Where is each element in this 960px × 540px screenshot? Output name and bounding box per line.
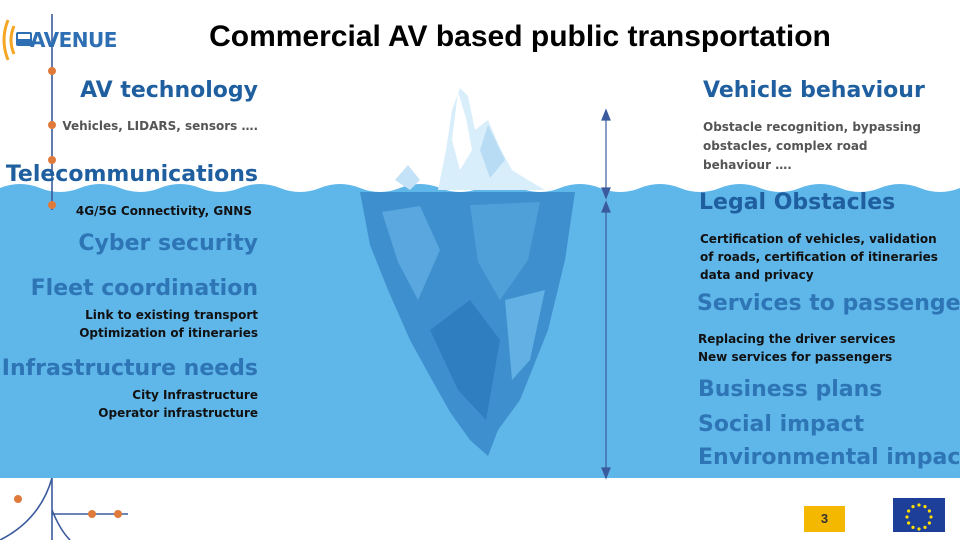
vehicle-behaviour-heading: Vehicle behaviour	[703, 78, 925, 103]
bottom-curves	[0, 477, 128, 540]
business-plans-heading: Business plans	[698, 377, 883, 402]
timeline-dots	[48, 67, 56, 209]
page-title: Commercial AV based public transportatio…	[209, 20, 831, 53]
vehicle-behaviour-detail-1: Obstacle recognition, bypassing	[703, 120, 921, 134]
vehicle-behaviour-detail-3: behaviour ….	[703, 158, 792, 172]
av-technology-heading: AV technology	[80, 78, 258, 103]
legal-obstacles-detail-1: Certification of vehicles, validation	[700, 232, 937, 246]
double-arrow-icon	[601, 108, 611, 480]
bus-icon	[16, 32, 32, 46]
brand-logo: AVENUE	[30, 28, 117, 52]
wifi-wave-icon	[2, 19, 16, 61]
infrastructure-detail-1: City Infrastructure	[132, 388, 258, 402]
legal-obstacles-detail-2: of roads, certification of itineraries	[700, 250, 938, 264]
legal-obstacles-detail-3: data and privacy	[700, 268, 814, 282]
fleet-coordination-detail-2: Optimization of itineraries	[79, 326, 258, 340]
av-technology-detail: Vehicles, LIDARS, sensors ….	[62, 119, 258, 133]
fleet-coordination-heading: Fleet coordination	[30, 276, 258, 301]
page-number-badge: 3	[804, 506, 845, 532]
vehicle-behaviour-detail-2: obstacles, complex road	[703, 139, 868, 153]
telecommunications-heading: Telecommunications	[5, 162, 258, 187]
infrastructure-detail-2: Operator infrastructure	[98, 406, 258, 420]
fleet-coordination-detail-1: Link to existing transport	[85, 308, 258, 322]
environmental-impact-heading: Environmental impact	[698, 445, 960, 470]
services-detail-1: Replacing the driver services	[698, 332, 896, 346]
services-detail-2: New services for passengers	[698, 350, 893, 364]
telecommunications-detail: 4G/5G Connectivity, GNNS	[75, 204, 252, 218]
legal-obstacles-heading: Legal Obstacles	[699, 190, 896, 215]
services-to-passengers-heading: Services to passengers	[697, 291, 960, 316]
cyber-security-heading: Cyber security	[78, 231, 258, 256]
social-impact-heading: Social impact	[698, 412, 865, 437]
eu-flag-stars	[905, 503, 933, 531]
infrastructure-needs-heading: Infrastructure needs	[1, 356, 258, 381]
